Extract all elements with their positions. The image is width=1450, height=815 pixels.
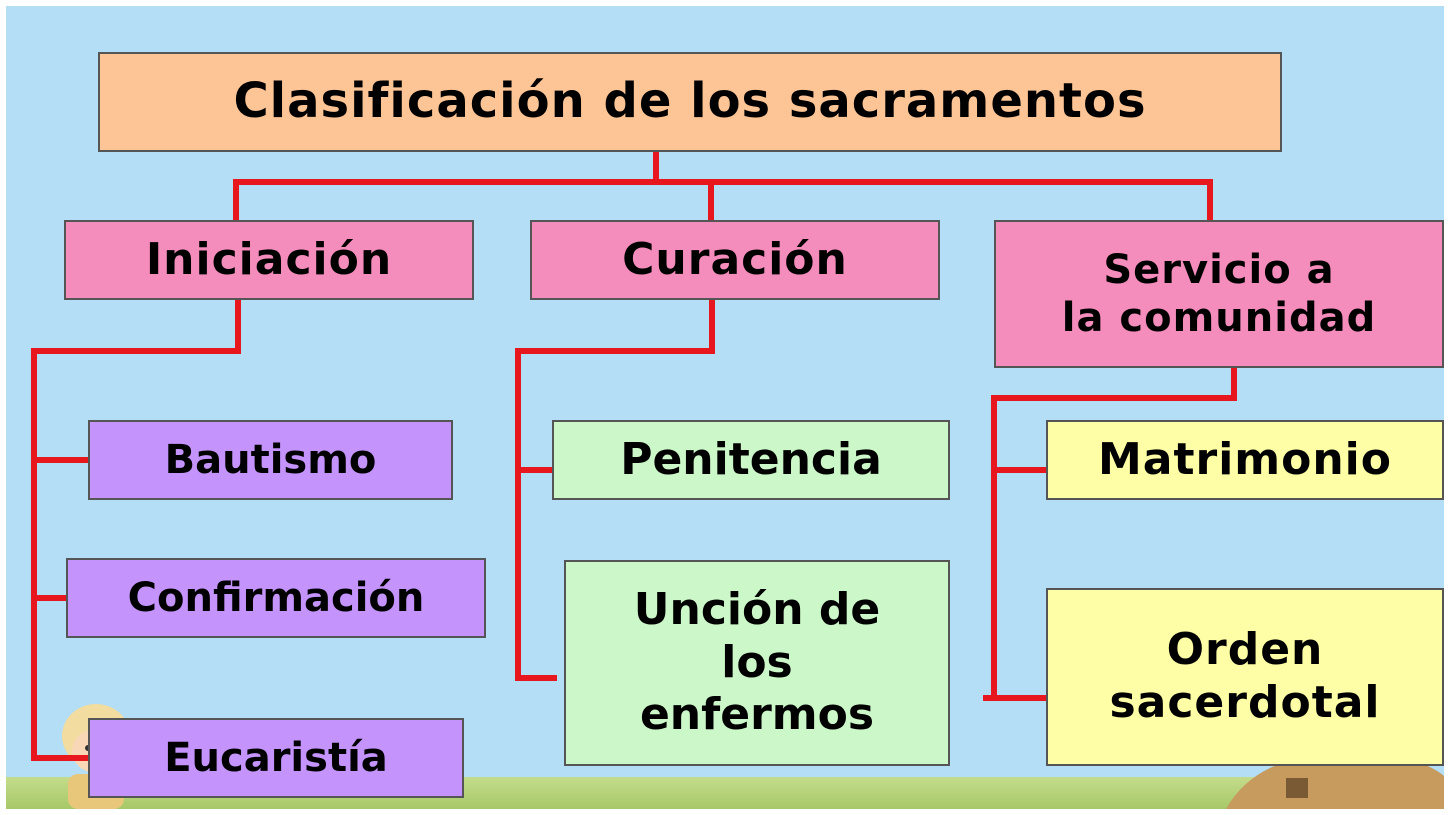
sacrament-uncion: Unción de los enfermos [564,560,950,766]
sacrament-uncion-label: Unción de los enfermos [633,583,881,741]
sacrament-orden-label: Orden sacerdotal [1109,624,1381,728]
category-servicio: Servicio a la comunidad [994,220,1444,368]
sacrament-bautismo: Bautismo [88,420,453,500]
sacrament-orden: Orden sacerdotal [1046,588,1444,766]
ark-illustration [1226,753,1444,809]
category-servicio-label: Servicio a la comunidad [1061,247,1377,341]
category-iniciacion-label: Iniciación [145,233,393,285]
category-curacion: Curación [530,220,940,300]
category-curacion-label: Curación [622,233,848,285]
sacrament-confirmacion-label: Confirmación [127,575,425,621]
sacrament-eucaristia: Eucaristía [88,718,464,798]
sacrament-confirmacion: Confirmación [66,558,486,638]
category-iniciacion: Iniciación [64,220,474,300]
diagram-canvas: Clasificación de los sacramentos Iniciac… [6,6,1444,809]
sacrament-bautismo-label: Bautismo [164,437,377,483]
sacrament-penitencia: Penitencia [552,420,950,500]
sacrament-matrimonio-label: Matrimonio [1097,433,1392,485]
sacrament-eucaristia-label: Eucaristía [164,735,388,781]
sacrament-penitencia-label: Penitencia [620,433,882,485]
sacrament-matrimonio: Matrimonio [1046,420,1444,500]
diagram-title: Clasificación de los sacramentos [233,73,1147,130]
diagram-title-box: Clasificación de los sacramentos [98,52,1282,152]
connector-lines [31,149,1237,761]
